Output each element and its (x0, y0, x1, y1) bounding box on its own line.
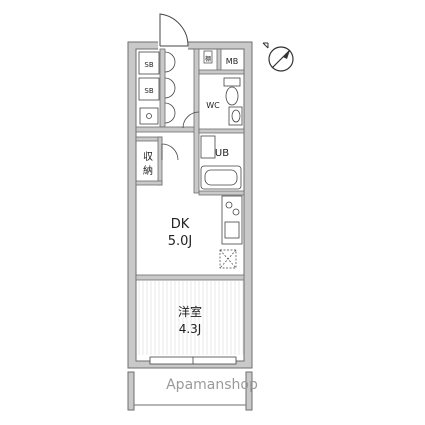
shelf-box (203, 50, 213, 64)
ub-label: UB (215, 148, 229, 159)
dk-room-size: 5.0J (168, 234, 193, 249)
western-room-name: 洋室 (178, 304, 202, 319)
western-room-size: 4.3J (179, 322, 202, 336)
ub-washbasin-icon (200, 135, 216, 159)
shoe-boxes (138, 51, 160, 101)
shoe-box-top-label: SB (144, 61, 153, 69)
washbasin-icon (139, 107, 159, 125)
north-arrow-icon (262, 42, 294, 72)
closet-door-arcs (164, 51, 176, 124)
storage-label-top: 収 (143, 151, 153, 163)
kitchen-counter (221, 195, 243, 245)
shelf-label: 棚 (205, 55, 211, 63)
bathtub-icon (200, 165, 242, 190)
wc-door-arc (182, 111, 200, 129)
western-room-floor-hatching (138, 281, 244, 355)
mb-label: MB (226, 57, 238, 66)
storage-label-bottom: 納 (143, 164, 153, 177)
dk-room-name: DK (171, 217, 190, 232)
wc-label: WC (206, 101, 220, 110)
refrigerator-space-icon (219, 249, 237, 269)
inner-walls (135, 48, 245, 281)
storage-door (161, 143, 179, 161)
shoe-box-bottom-label: SB (144, 87, 153, 95)
balcony (127, 371, 253, 411)
entrance-door (159, 13, 189, 47)
balcony-window (149, 356, 237, 365)
hand-wash-sink-icon (228, 106, 243, 126)
toilet-icon (223, 77, 241, 106)
apamanshop-watermark: Apamanshop (166, 377, 258, 393)
